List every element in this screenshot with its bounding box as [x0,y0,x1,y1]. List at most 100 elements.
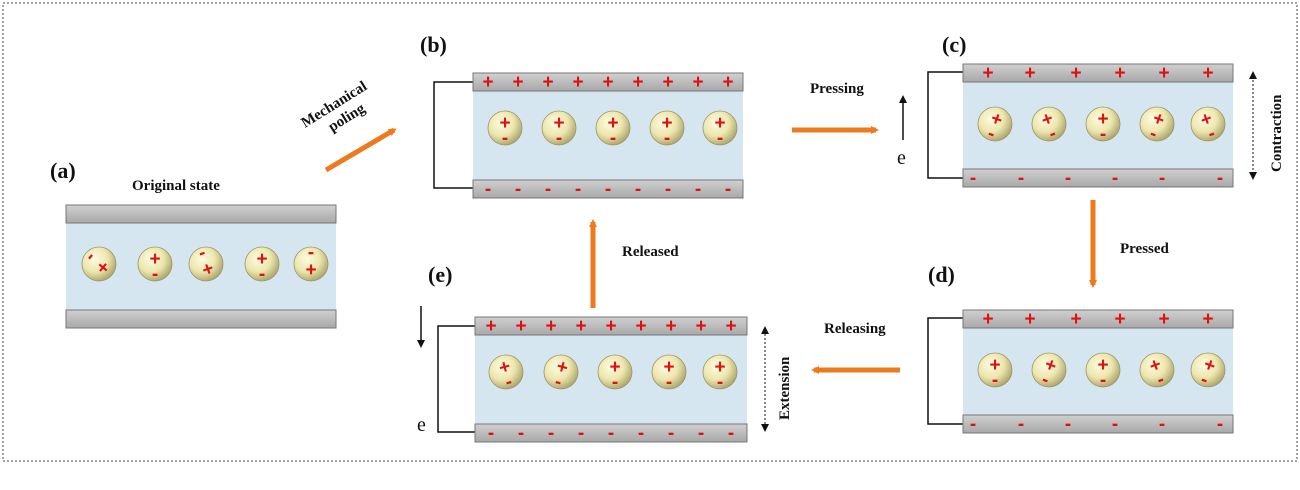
panel-e-circuit-wire [437,325,475,433]
panel-a: (a) Original state +-+-+-+-+- [50,158,337,329]
dipole-minus-charge: - [553,371,565,393]
dipole-plus-charge: + [663,357,674,378]
dipole-plus-charge: + [661,113,672,134]
dipole-plus-charge: + [714,113,725,134]
contraction-label: Contraction [1269,94,1285,172]
dipole-plus-charge: + [499,113,510,134]
electrode-plus-charge: + [1114,63,1125,84]
dipole-sphere: +- [595,110,631,149]
electrode-plus-charge: + [632,72,643,93]
electrode-minus-charge: - [1065,414,1071,435]
electrode-minus-charge: - [698,423,704,444]
sphere-body [1190,352,1226,388]
dipole-minus-charge: - [259,264,265,285]
panel-c-circuit-wire [927,71,963,179]
sphere-body [702,354,738,390]
electrode-plus-charge: + [482,72,493,93]
electrode-minus-charge: - [608,423,614,444]
dipole-plus-charge: + [1097,355,1108,376]
dipole-sphere: +- [702,110,738,149]
dipole-plus-charge: + [607,113,618,134]
electrode-minus-charge: - [1112,414,1118,435]
dipole-sphere: +- [541,110,577,149]
electrode-plus-charge: + [692,72,703,93]
electrode-minus-charge: - [518,423,524,444]
sphere-body [1031,106,1067,142]
dipole-sphere: +- [1139,352,1175,391]
sphere-body [244,246,280,282]
panel-a-top-electrode [65,204,337,224]
sphere-body [543,354,579,390]
dipole-sphere: +- [1190,352,1226,391]
dipole-minus-charge: - [666,372,672,393]
electrode-minus-charge: - [1217,168,1223,189]
electrode-plus-charge: + [1158,309,1169,330]
sphere-body [1031,352,1067,388]
electrode-minus-charge: - [1159,414,1165,435]
sphere-body [595,110,631,146]
dipole-minus-charge: - [992,370,998,391]
electrode-plus-charge: + [545,316,556,337]
electrode-minus-charge: - [1018,168,1024,189]
panel-e-label: (e) [428,262,452,287]
dipole-plus-charge: + [1097,109,1108,130]
dipole-minus-charge: - [612,372,618,393]
sphere-body [293,246,329,282]
dipole-sphere: +- [1139,106,1175,145]
dipole-sphere: +- [137,246,173,285]
electrode-minus-charge: - [1065,168,1071,189]
extension-arrow-top-head [761,326,769,334]
sphere-body [1139,106,1175,142]
electrode-plus-charge: + [485,316,496,337]
panel-d-label: (d) [928,262,955,287]
sphere-body [977,106,1013,142]
panel-c: (c) e ++++++ ------ +-+-+-+-+- Contracti… [897,32,1285,189]
electrode-minus-charge: - [485,179,491,200]
dipole-plus-charge: + [554,356,570,379]
dipole-sphere: +- [649,110,685,149]
panel-d: (d) ++++++ ------ +-+-+-+-+- [927,262,1234,435]
dipole-minus-charge: - [610,128,616,149]
electrode-minus-charge: - [1112,168,1118,189]
contraction-arrow-top-head [1249,71,1257,79]
sphere-body [188,246,224,282]
electrode-plus-charge: + [722,72,733,93]
dipole-sphere: +- [543,354,579,393]
dipole-plus-charge: + [497,356,513,379]
dipole-sphere: +- [597,354,633,393]
dipole-sphere: +- [487,110,523,149]
dipole-plus-charge: + [149,249,160,270]
panel-a-bottom-electrode [65,309,337,329]
electrode-minus-charge: - [575,179,581,200]
dipole-plus-charge: + [305,258,316,279]
dipole-sphere: +- [977,106,1013,145]
electrode-plus-charge: + [515,316,526,337]
electrode-plus-charge: + [1114,309,1125,330]
electrode-minus-charge: - [665,179,671,200]
electrode-minus-charge: - [638,423,644,444]
electrode-plus-charge: + [662,72,673,93]
dipole-sphere: +- [244,246,280,285]
electrode-minus-charge: - [970,168,976,189]
dipole-minus-charge: - [556,128,562,149]
original-state-label: Original state [132,178,220,194]
sphere-body [541,110,577,146]
dipole-minus-charge: - [308,243,314,264]
releasing-label: Releasing [824,321,886,337]
electrode-minus-charge: - [488,423,494,444]
dipole-sphere: +- [1085,352,1121,391]
dipole-sphere: +- [488,354,524,393]
contraction-arrow-bottom-head [1249,172,1257,180]
sphere-body [1139,352,1175,388]
pressed-label: Pressed [1120,241,1170,257]
dipole-plus-charge: + [256,249,267,270]
panel-e: (e) e +++++++++ --------- +-+-+-+-+- Ext… [417,262,793,444]
panel-a-label: (a) [50,158,76,183]
sphere-body [137,246,173,282]
mechanical-poling-arrow [324,127,397,173]
electrode-minus-charge: - [970,414,976,435]
dipole-sphere: +- [1031,106,1067,145]
panel-d-bottom-electrode [962,414,1234,434]
dipole-minus-charge: - [717,128,723,149]
